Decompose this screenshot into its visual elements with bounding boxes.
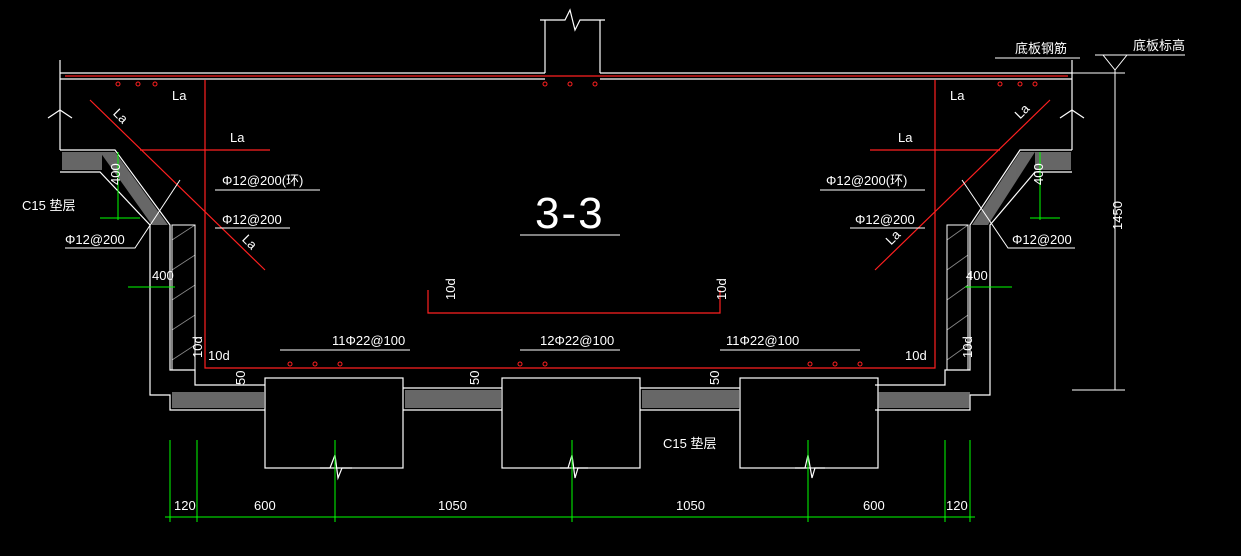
cushion-hatch xyxy=(62,152,1071,408)
label-10d-5: 10d xyxy=(190,336,205,358)
label-rebar-left-1: Φ12@200 xyxy=(222,212,282,227)
label-la-2: La xyxy=(230,130,245,145)
label-50-1: 50 xyxy=(233,371,248,385)
label-la-7: La xyxy=(1012,100,1033,121)
label-10d-3: 10d xyxy=(443,278,458,300)
label-la-4: La xyxy=(898,130,913,145)
label-50-3: 50 xyxy=(707,371,722,385)
label-la-1: La xyxy=(172,88,187,103)
label-la-3: La xyxy=(950,88,965,103)
label-c15-right: C15 垫层 xyxy=(663,436,716,451)
dim-5: 120 xyxy=(946,498,968,513)
label-bars-left: 11Φ22@100 xyxy=(332,333,405,348)
label-bars-mid: 12Φ22@100 xyxy=(540,333,614,348)
label-1450: 1450 xyxy=(1110,201,1125,230)
label-10d-6: 10d xyxy=(960,336,975,358)
dim-4: 600 xyxy=(863,498,885,513)
label-rebar-ring-right: Φ12@200(环) xyxy=(826,173,907,188)
label-10d-2: 10d xyxy=(905,348,927,363)
dim-1: 600 xyxy=(254,498,276,513)
label-50-2: 50 xyxy=(467,371,482,385)
wall-hatch xyxy=(171,224,969,371)
section-label: 3-3 xyxy=(535,189,605,238)
leaders xyxy=(65,54,1185,391)
label-rebar-right-1: Φ12@200 xyxy=(855,212,915,227)
label-10d-4: 10d xyxy=(714,278,729,300)
rebar-dots xyxy=(115,81,1038,367)
dim-2: 1050 xyxy=(438,498,467,513)
label-la-5: La xyxy=(110,106,131,127)
label-400-4: 400 xyxy=(1031,163,1046,185)
concrete-outline xyxy=(47,8,1085,481)
label-rebar-ring-left: Φ12@200(环) xyxy=(222,173,303,188)
label-rebar-right-2: Φ12@200 xyxy=(1012,232,1072,247)
rebar xyxy=(65,75,1068,369)
label-la-6: La xyxy=(239,232,260,253)
label-bottom-rebar: 底板钢筋 xyxy=(1015,41,1067,56)
label-rebar-left-2: Φ12@200 xyxy=(65,232,125,247)
dim-0: 120 xyxy=(174,498,196,513)
text-layer: 3-3 底板钢筋 底板标高 La La La La La La La La C1… xyxy=(22,38,1185,513)
label-bars-right: 11Φ22@100 xyxy=(726,333,799,348)
label-400-3: 400 xyxy=(108,163,123,185)
label-bottom-elevation: 底板标高 xyxy=(1133,38,1185,53)
label-400-2: 400 xyxy=(966,268,988,283)
label-400-1: 400 xyxy=(152,268,174,283)
dim-3: 1050 xyxy=(676,498,705,513)
dimension-lines xyxy=(100,152,1060,522)
label-10d-1: 10d xyxy=(208,348,230,363)
label-c15-left: C15 垫层 xyxy=(22,198,75,213)
